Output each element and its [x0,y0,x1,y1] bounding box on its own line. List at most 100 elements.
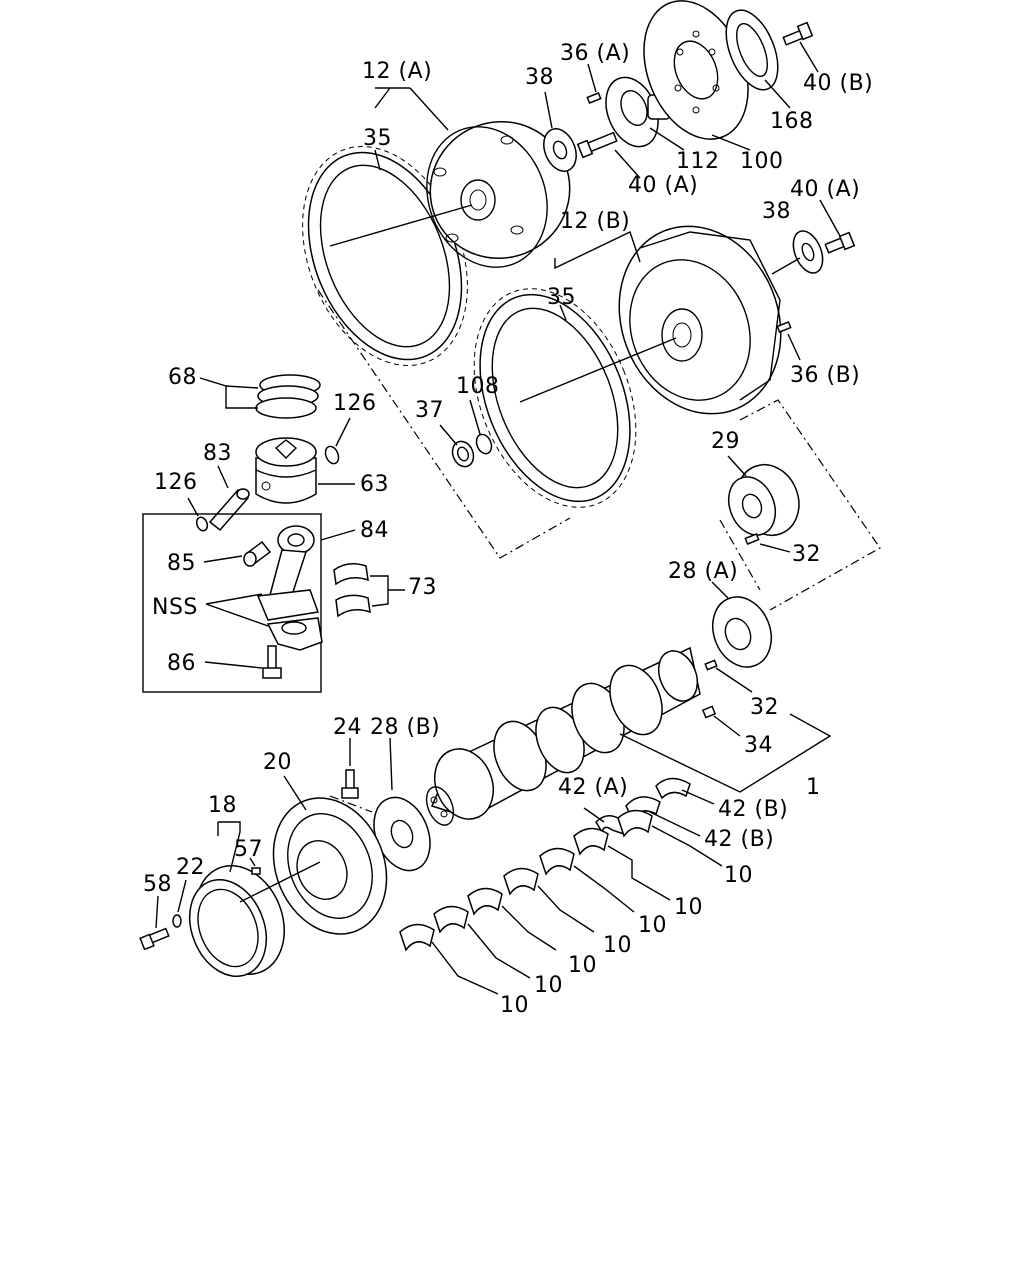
bolt-40a-upper [576,131,618,159]
leader-32b [715,667,753,693]
label-37: 37 [415,398,444,423]
gear-28a [711,596,773,668]
snap-ring-126-left [195,516,209,532]
thrust-washer-42a [595,815,626,836]
label-126-right: 126 [333,391,377,416]
label-42b-upper: 42 (B) [718,797,788,822]
label-42b-lower: 42 (B) [704,827,774,852]
plate-168 [725,9,779,91]
label-73: 73 [408,575,437,600]
damper-18 [188,864,285,978]
label-40b: 40 (B) [803,71,873,96]
bushing-85 [243,540,272,567]
bracket-18 [217,821,241,873]
gear-29 [727,464,800,536]
axis-line-flywheel-a [329,204,473,247]
leader-73 [370,575,405,607]
pin-32-upper [744,532,760,546]
bearing-shells-73 [333,563,371,618]
bearing-37 [451,440,475,468]
leader-100 [711,134,751,151]
leader-40a-lower [819,199,841,237]
label-22: 22 [176,855,205,880]
bracket-12b [554,231,641,270]
ring-gear-35-lower [473,288,637,508]
bearing-shells-10 [399,809,653,952]
label-24: 24 [333,715,362,740]
washer-22 [172,914,182,928]
leader-36a [587,63,597,93]
leader-42b-b [649,811,701,837]
label-84: 84 [360,518,389,543]
label-12b: 12 (B) [560,209,630,234]
con-rod-box [142,513,322,693]
ring-108 [475,433,493,455]
piston-pin-83 [208,488,250,532]
label-108: 108 [456,374,500,399]
flex-plate-100 [643,0,749,140]
chain-line-right [739,399,881,611]
label-38-lower: 38 [762,199,791,224]
label-10-2: 10 [674,895,703,920]
leader-168 [764,79,791,109]
label-112: 112 [676,149,720,174]
label-12a: 12 (A) [362,59,432,84]
leader-84 [320,529,356,541]
leader-37 [439,424,458,446]
bracket-12a [374,87,449,131]
label-nss: NSS [152,595,198,620]
label-18: 18 [208,793,237,818]
bolt-58 [139,927,170,951]
label-10-4: 10 [603,933,632,958]
label-126-left: 126 [154,470,198,495]
label-35-lower: 35 [547,285,576,310]
connecting-rod [256,525,323,651]
leader-28a [711,581,729,599]
leader-68 [199,377,259,409]
leader-126b [187,497,199,517]
chain-line-front [329,795,373,813]
leader-126a [335,417,351,447]
axis-line-flywheel-b [519,337,677,403]
leader-34 [713,715,741,737]
label-40a-lower: 40 (A) [790,177,860,202]
axis-line-damper [239,861,321,903]
piston-rings-68 [255,374,321,419]
leader-35a [374,149,381,171]
pin-32-lower [704,659,718,671]
snap-ring-126-right [324,445,340,465]
label-63: 63 [360,472,389,497]
leader-32a [759,543,791,553]
leader-nss [205,593,269,627]
leader-42b-a [681,789,715,805]
label-10-6: 10 [534,973,563,998]
chain-line-right-inner [719,519,761,591]
leader-86 [204,661,263,669]
leader-112 [649,127,685,151]
label-168: 168 [770,109,814,134]
leader-38a [544,91,553,129]
pin-57 [251,867,261,875]
pin-36a [586,91,602,105]
label-29: 29 [711,429,740,454]
flywheel-housing-12b [618,225,782,415]
leader-83 [217,465,229,489]
bolt-86 [262,645,282,679]
washer-38-upper [543,128,577,172]
label-36b: 36 (B) [790,363,860,388]
leader-35b [559,304,567,321]
leader-20 [283,775,307,811]
label-35-upper: 35 [363,126,392,151]
label-20: 20 [263,750,292,775]
leader-36b [787,333,801,361]
bolt-40b [782,21,814,46]
pin-36b [776,320,792,334]
flywheel-12a [426,120,571,268]
label-85: 85 [167,551,196,576]
piston-63 [255,437,317,504]
leader-108 [469,399,481,435]
leader-57 [249,857,256,867]
washer-38-lower [792,230,824,274]
